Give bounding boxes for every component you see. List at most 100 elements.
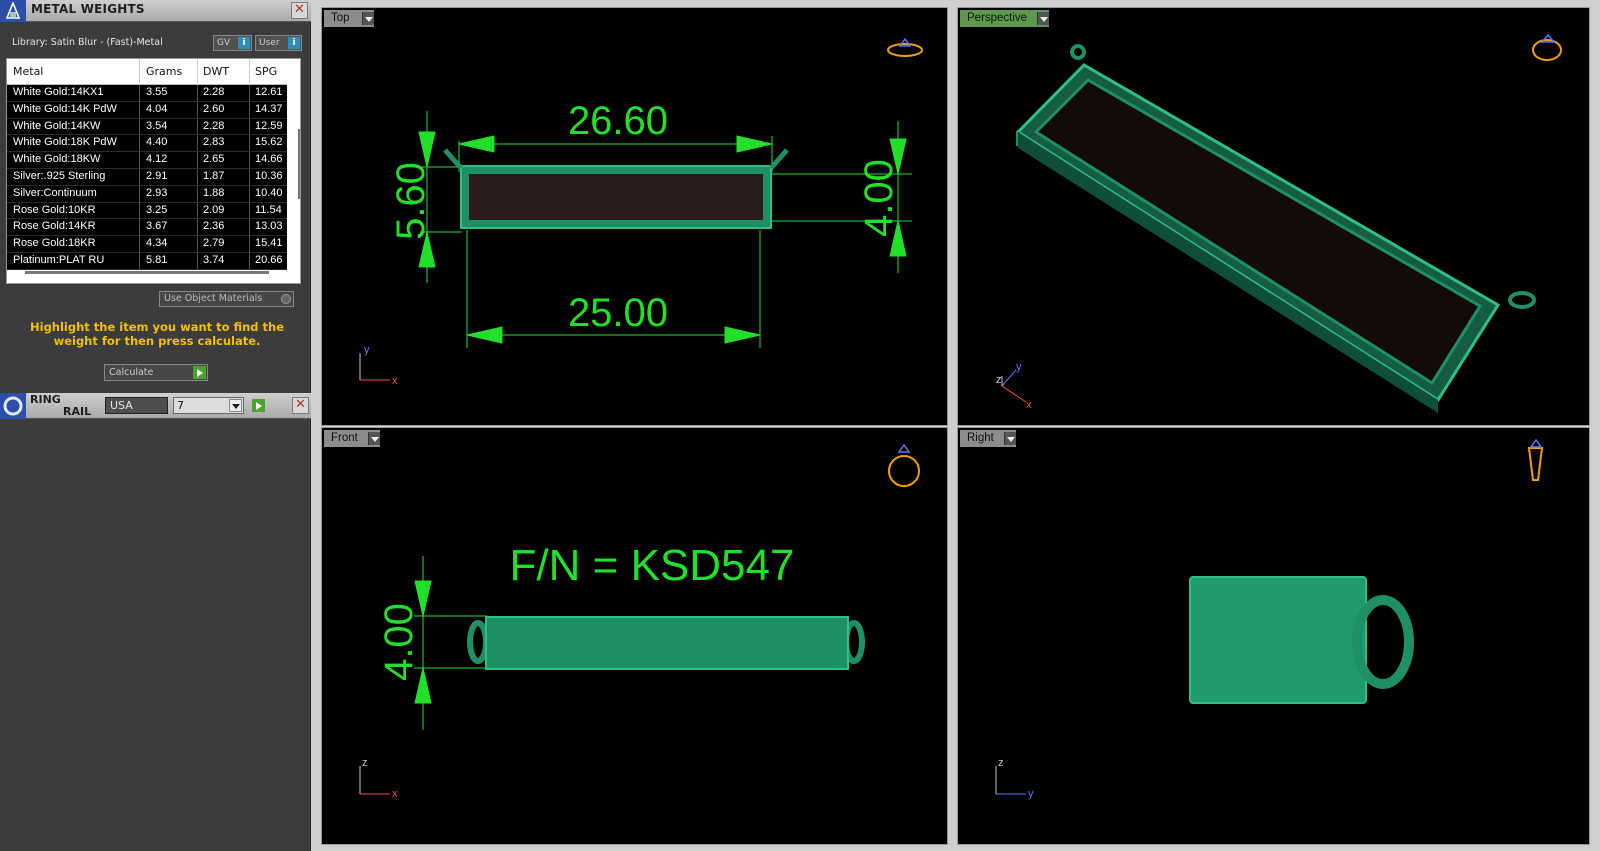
gv-field[interactable]: GV i	[213, 35, 252, 51]
ring-rail-title-line1: RING	[30, 393, 61, 406]
radio-icon[interactable]	[281, 294, 291, 304]
grams-value: 4.12	[146, 153, 168, 166]
chevron-down-icon[interactable]	[368, 432, 380, 445]
spg-value: 10.40	[255, 186, 283, 199]
view-gizmo-icon	[888, 443, 920, 487]
use-object-materials-toggle[interactable]: Use Object Materials	[159, 291, 294, 307]
axis-label-x: x	[1026, 399, 1032, 411]
viewport-front-menu[interactable]: Front	[324, 430, 380, 447]
metal-weights-titlebar[interactable]: METAL WEIGHTS ✕	[0, 0, 311, 22]
viewport-perspective-menu[interactable]: Perspective	[960, 10, 1049, 27]
spg-value: 15.41	[255, 237, 283, 250]
viewport-perspective[interactable]: z y x Perspective	[957, 7, 1590, 426]
spg-value: 14.66	[255, 153, 283, 166]
column-header-metal[interactable]: Metal	[13, 65, 44, 78]
grams-value: 3.54	[146, 119, 168, 132]
chevron-down-icon[interactable]	[362, 12, 374, 25]
grams-value: 4.04	[146, 102, 168, 115]
chevron-down-icon[interactable]	[1037, 12, 1049, 25]
axis-label-x: x	[392, 788, 398, 800]
dwt-value: 2.28	[203, 119, 225, 132]
viewport-front[interactable]: F/N = KSD547 4.00 z	[321, 427, 948, 845]
viewport-area: 26.60 25.00 5.60 4.00 y x Top	[311, 0, 1600, 851]
spg-value: 12.59	[255, 119, 283, 132]
spg-value: 20.66	[255, 253, 283, 266]
grams-value: 4.34	[146, 237, 168, 250]
metal-name: Silver:Continuum	[13, 186, 97, 199]
play-icon[interactable]	[193, 366, 206, 379]
table-vertical-scrollbar[interactable]	[297, 85, 300, 265]
column-header-grams[interactable]: Grams	[146, 65, 183, 78]
ring-size-value: 7	[177, 399, 184, 412]
dwt-value: 1.88	[203, 186, 225, 199]
axis-label-y: y	[1028, 788, 1034, 800]
grams-value: 5.81	[146, 253, 168, 266]
dwt-value: 2.83	[203, 136, 225, 149]
axis-label-x: x	[392, 375, 398, 387]
calculate-label: Calculate	[109, 367, 154, 378]
user-label: User	[259, 38, 280, 48]
viewport-top-menu[interactable]: Top	[324, 10, 374, 27]
metal-name: Rose Gold:10KR	[13, 203, 96, 216]
grams-value: 3.67	[146, 220, 168, 233]
ring-size-select[interactable]: 7	[173, 397, 244, 414]
axis-label-z: z	[996, 374, 1002, 386]
ring-size-region-field[interactable]: USA	[105, 397, 168, 414]
dwt-value: 2.09	[203, 203, 225, 216]
ring-rail-apply-button[interactable]	[252, 399, 265, 412]
chevron-down-icon[interactable]	[229, 399, 242, 412]
dwt-value: 3.74	[203, 253, 225, 266]
table-row[interactable]: Rose Gold:18KR 4.34 2.79 15.41	[7, 236, 287, 253]
spg-value: 10.36	[255, 169, 283, 182]
calculate-button[interactable]: Calculate	[104, 364, 208, 381]
column-header-dwt[interactable]: DWT	[203, 65, 230, 78]
viewport-perspective-label: Perspective	[967, 12, 1028, 24]
column-header-spg[interactable]: SPG	[255, 65, 278, 78]
dim-width-inner: 25.00	[568, 291, 668, 335]
axis-label-z: z	[362, 757, 368, 769]
spg-value: 14.37	[255, 102, 283, 115]
info-icon[interactable]: i	[288, 37, 300, 49]
axis-label-y: y	[1016, 361, 1022, 373]
dim-width-outer: 26.60	[568, 99, 668, 143]
metal-name: White Gold:14KX1	[13, 86, 104, 98]
spg-value: 12.61	[255, 86, 283, 98]
viewport-top-label: Top	[331, 12, 350, 24]
chevron-down-icon[interactable]	[1004, 432, 1016, 445]
dwt-value: 2.36	[203, 220, 225, 233]
user-field[interactable]: User i	[255, 35, 302, 51]
viewport-right-menu[interactable]: Right	[960, 430, 1016, 447]
table-horizontal-scrollbar[interactable]	[25, 271, 269, 274]
metal-weights-logo-icon	[0, 0, 26, 22]
dim-height-right: 4.00	[857, 159, 901, 237]
metal-name: White Gold:14K PdW	[13, 102, 117, 115]
viewport-top[interactable]: 26.60 25.00 5.60 4.00 y x Top	[321, 7, 948, 426]
close-icon[interactable]: ✕	[291, 2, 308, 19]
info-icon[interactable]: i	[238, 37, 250, 49]
instruction-text: Highlight the item you want to find the …	[30, 320, 284, 348]
view-gizmo-icon	[1527, 438, 1544, 481]
dwt-value: 2.79	[203, 237, 225, 250]
metal-name: Rose Gold:18KR	[13, 237, 96, 250]
ring-rail-close-icon[interactable]: ✕	[292, 397, 309, 414]
axis-label-y: y	[364, 344, 370, 356]
viewport-right[interactable]: z y Right	[957, 427, 1590, 845]
library-label: Library: Satin Blur - (Fast)-Metal	[12, 37, 163, 48]
metal-name: Rose Gold:14KR	[13, 220, 96, 233]
gv-label: GV	[217, 38, 231, 48]
dwt-value: 2.65	[203, 153, 225, 166]
table-header: Metal Grams DWT SPG	[7, 59, 287, 85]
grams-value: 4.40	[146, 136, 168, 149]
